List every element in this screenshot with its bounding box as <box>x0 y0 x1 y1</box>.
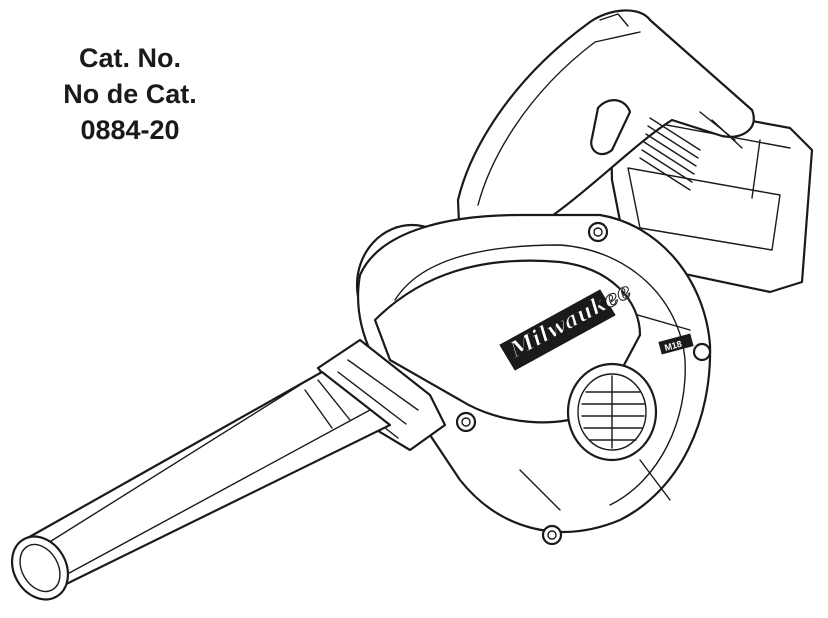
catalog-label-english: Cat. No. <box>78 43 181 73</box>
nozzle-tube <box>18 370 392 594</box>
air-intake-vent <box>566 362 658 462</box>
grip-ribs <box>639 111 743 191</box>
m18-badge <box>658 333 694 355</box>
badge-label: M18 <box>663 339 683 353</box>
nozzle-tip <box>10 535 70 601</box>
catalog-number: 0884-20 <box>80 115 180 145</box>
body-panel: Milwaukee M18 <box>373 259 694 424</box>
catalog-label-french: No de Cat. <box>63 79 197 109</box>
catalog-number-block: Cat. No. No de Cat. 0884-20 <box>40 40 220 148</box>
